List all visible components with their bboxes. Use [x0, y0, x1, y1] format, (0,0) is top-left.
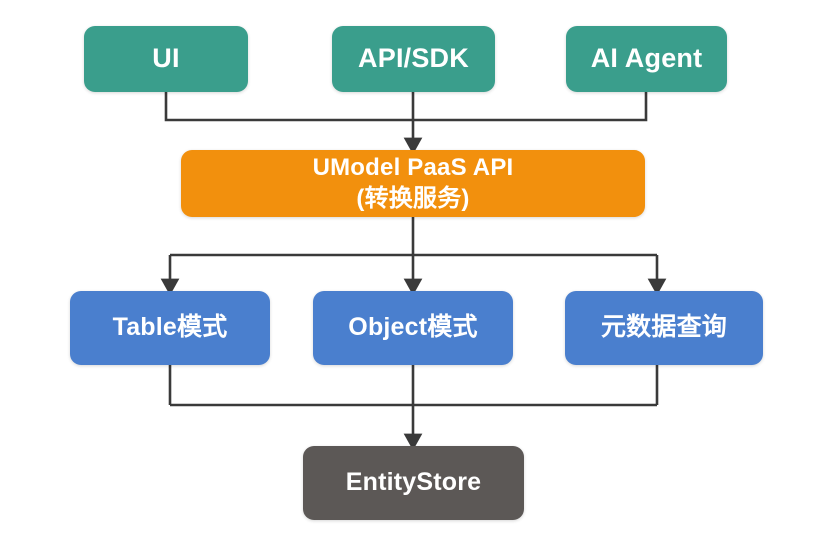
node-table-mode[interactable]: Table模式	[70, 291, 270, 365]
node-api-sdk[interactable]: API/SDK	[332, 26, 495, 92]
edge-ui-to-bus	[164, 92, 413, 122]
node-table-mode-label: Table模式	[112, 313, 228, 342]
node-metadata-query-label: 元数据查询	[600, 313, 727, 342]
node-api-sdk-label: API/SDK	[358, 43, 469, 74]
node-ai-agent-label: AI Agent	[590, 43, 703, 74]
edge-agent-to-bus	[413, 92, 648, 122]
node-entity-store-label: EntityStore	[345, 468, 482, 497]
node-umodel-paas-api[interactable]: UModel PaaS API (转换服务)	[181, 150, 645, 217]
node-ui-label: UI	[152, 43, 180, 74]
node-object-mode-label: Object模式	[348, 313, 478, 342]
node-object-mode[interactable]: Object模式	[313, 291, 513, 365]
node-ai-agent[interactable]: AI Agent	[566, 26, 727, 92]
node-ui[interactable]: UI	[84, 26, 248, 92]
node-entity-store[interactable]: EntityStore	[303, 446, 524, 520]
node-metadata-query[interactable]: 元数据查询	[565, 291, 763, 365]
node-umodel-paas-api-label-secondary: (转换服务)	[356, 185, 470, 212]
node-umodel-paas-api-label-primary: UModel PaaS API	[312, 153, 514, 181]
